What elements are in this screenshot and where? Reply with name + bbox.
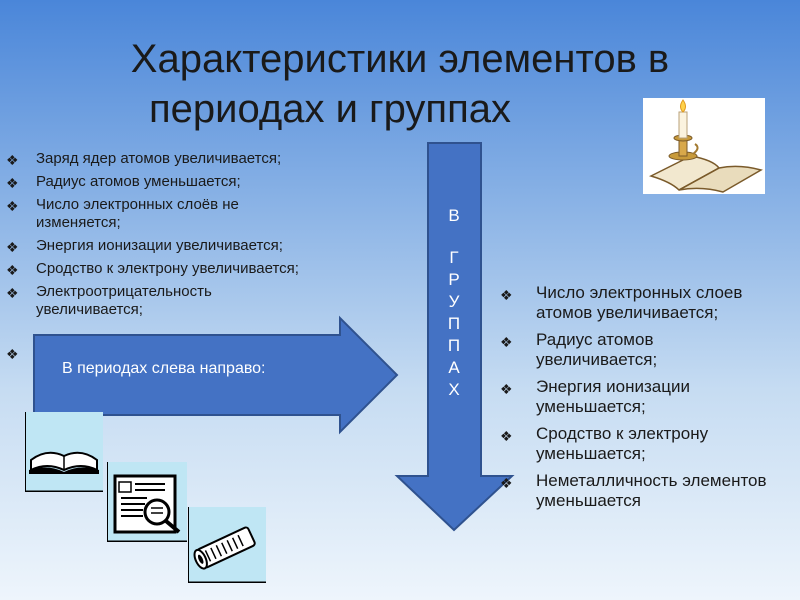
diamond-bullet-icon: ❖ bbox=[6, 198, 19, 214]
group-letter: В bbox=[448, 206, 460, 225]
diamond-bullet-icon: ❖ bbox=[6, 239, 19, 255]
diamond-bullet-icon: ❖ bbox=[500, 428, 513, 444]
list-item: ❖Число электронных слоев атомов увеличив… bbox=[500, 283, 743, 322]
letter-gap bbox=[432, 227, 476, 247]
group-letter: Г bbox=[449, 248, 459, 267]
group-arrow-label: В Г Р У П П А Х bbox=[432, 205, 476, 401]
list-item: ❖Сродство к электрону увеличивается; bbox=[6, 260, 299, 278]
group-letter: П bbox=[447, 314, 461, 333]
list-item: ❖Радиус атомов увеличивается; bbox=[500, 330, 658, 369]
diamond-bullet-icon: ❖ bbox=[6, 175, 19, 191]
list-item: ❖Электроотрицательность увеличивается; bbox=[6, 283, 212, 318]
group-letter: П bbox=[447, 336, 461, 355]
list-item: ❖Сродство к электрону уменьшается; bbox=[500, 424, 709, 463]
open-book-icon bbox=[25, 412, 103, 492]
diamond-bullet-icon: ❖ bbox=[6, 346, 19, 362]
diamond-bullet-icon: ❖ bbox=[500, 287, 513, 303]
slide-title-line-1: Характеристики элементов в bbox=[130, 37, 670, 81]
document-magnifier-icon bbox=[107, 462, 187, 542]
candle-book-icon bbox=[643, 98, 765, 194]
list-item: ❖Радиус атомов уменьшается; bbox=[6, 173, 241, 191]
diamond-bullet-icon: ❖ bbox=[6, 285, 19, 301]
period-arrow-label: В периодах слева направо: bbox=[62, 360, 266, 377]
groups-list: ❖Число электронных слоев атомов увеличив… bbox=[500, 283, 790, 518]
list-item: ❖Неметалличность элементов уменьшается bbox=[500, 471, 767, 510]
group-letter: Р bbox=[448, 270, 460, 289]
diamond-bullet-icon: ❖ bbox=[6, 262, 19, 278]
diamond-bullet-icon: ❖ bbox=[500, 334, 513, 350]
slide-title-line-2: периодах и группах bbox=[149, 87, 511, 131]
group-letter: У bbox=[448, 292, 460, 311]
list-item: ❖Заряд ядер атомов увеличивается; bbox=[6, 150, 282, 168]
group-letter: Х bbox=[448, 380, 460, 399]
group-letter: А bbox=[448, 358, 460, 377]
diamond-bullet-icon: ❖ bbox=[6, 152, 19, 168]
list-item: ❖Энергия ионизации увеличивается; bbox=[6, 237, 283, 255]
diamond-bullet-icon: ❖ bbox=[500, 475, 513, 491]
periods-list: ❖Заряд ядер атомов увеличивается; ❖Радиу… bbox=[6, 150, 386, 324]
group-arrow bbox=[394, 142, 515, 532]
list-item: ❖Число электронных слоёв не изменяется; bbox=[6, 196, 239, 231]
scroll-icon bbox=[188, 507, 266, 583]
list-item: ❖Энергия ионизации уменьшается; bbox=[500, 377, 690, 416]
diamond-bullet-icon: ❖ bbox=[500, 381, 513, 397]
